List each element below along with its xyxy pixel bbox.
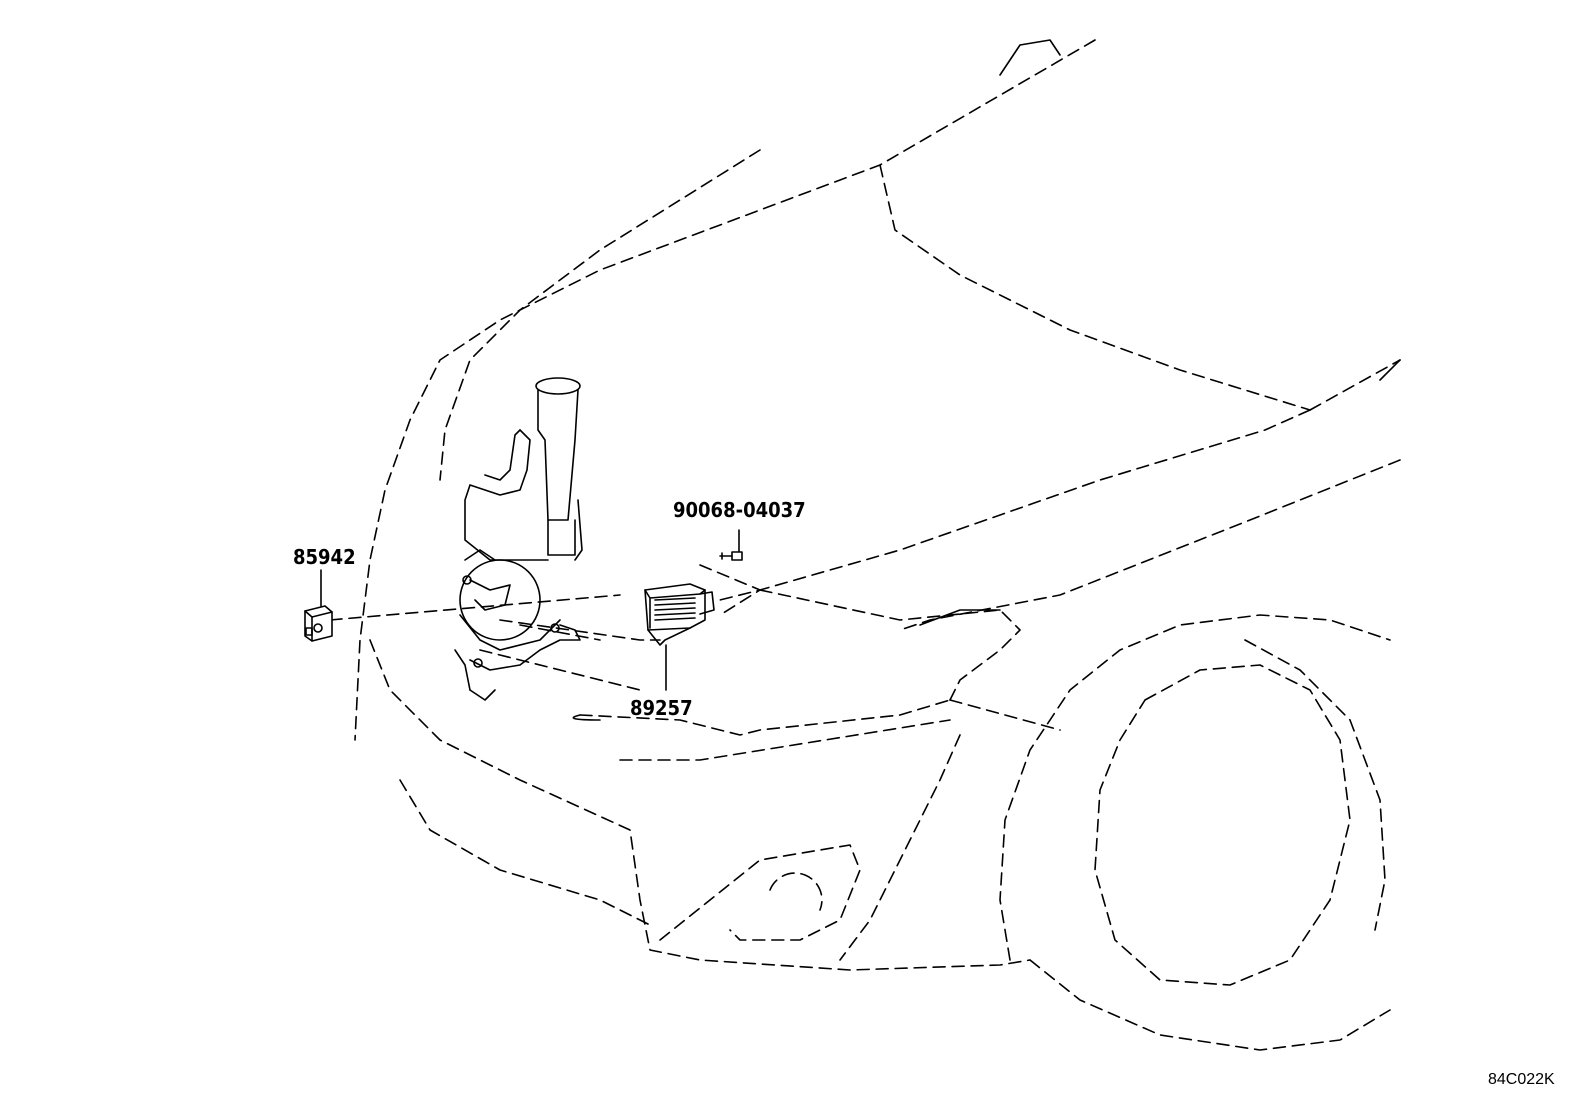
control-module-icon [644, 583, 715, 691]
hood-outline [329, 39, 1401, 1051]
washer-reservoir [464, 377, 583, 561]
body-solid-lines [572, 39, 1401, 721]
headlamp-bracket [454, 549, 581, 701]
sensor-connector-icon [304, 569, 333, 642]
part-label-85942: 85942 [293, 545, 356, 569]
diagram-reference-code: 84C022K [1488, 1071, 1555, 1088]
part-label-90068-04037: 90068-04037 [673, 498, 806, 522]
part-label-89257: 89257 [630, 696, 693, 720]
bolt-icon [719, 529, 743, 561]
